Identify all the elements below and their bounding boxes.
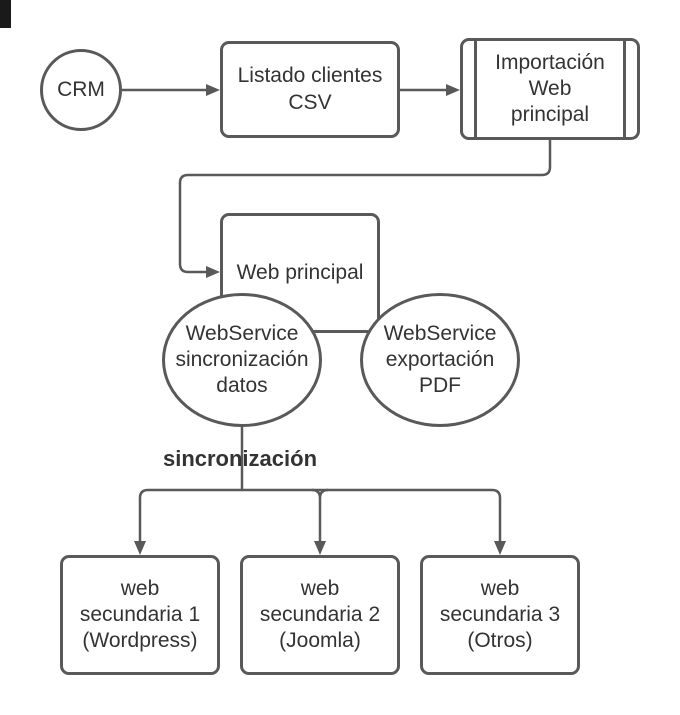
arrowhead-importacion-webprincipal (206, 266, 220, 278)
web-secundaria-3-node: web secundaria 3 (Otros) (420, 555, 580, 675)
predefined-process-bar-right (623, 41, 626, 137)
edge-branch-middle-drop (311, 488, 329, 541)
listado-clientes-csv-node: Listado clientes CSV (220, 41, 400, 138)
edge-branch-rail (138, 488, 502, 541)
importacion-web-principal-node: Importación Web principal (460, 38, 640, 140)
sincronizacion-label: sincronización (162, 446, 318, 471)
corner-mark (0, 0, 11, 28)
arrowhead-crm-listado (206, 84, 220, 96)
arrowhead-branch-sec1 (134, 541, 146, 555)
crm-node: CRM (40, 49, 122, 131)
web-secundaria-1-node: web secundaria 1 (Wordpress) (60, 555, 220, 675)
edge-importacion-webprincipal (178, 140, 552, 274)
webservice-exportacion-pdf-node: WebService exportación PDF (360, 293, 520, 427)
arrowhead-branch-sec2 (314, 541, 326, 555)
web-secundaria-2-node: web secundaria 2 (Joomla) (240, 555, 400, 675)
webservice-sincronizacion-node: WebService sincronización datos (162, 293, 322, 427)
predefined-process-bar-left (474, 41, 477, 137)
arrowhead-listado-importacion (446, 84, 460, 96)
arrowhead-branch-sec3 (494, 541, 506, 555)
importacion-label: Importación Web principal (495, 50, 605, 127)
